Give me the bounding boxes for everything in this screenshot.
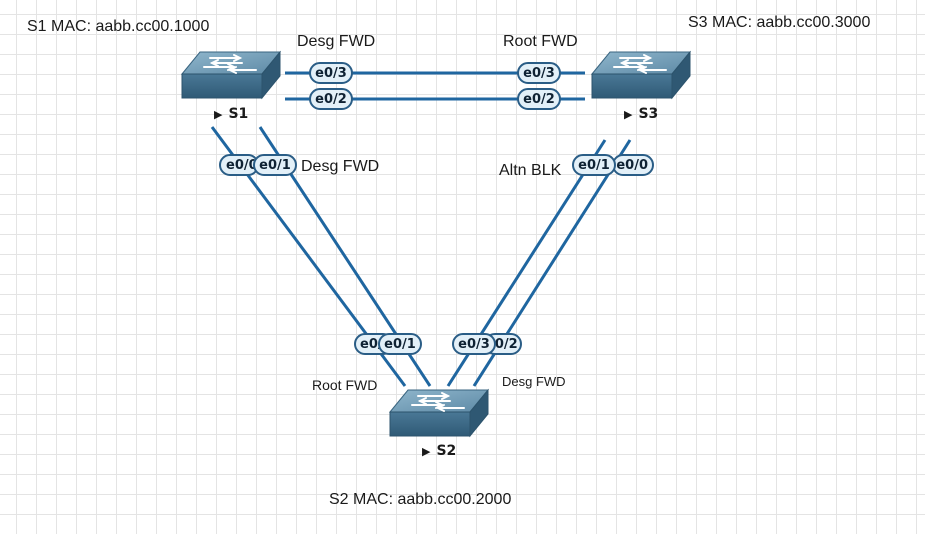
switch-s2-icon[interactable] <box>389 389 489 437</box>
s3-port-e0-0[interactable]: e0/0 <box>612 154 654 176</box>
triangle-marker-icon: ▶ <box>422 445 431 458</box>
s3-mac-label: S3 MAC: aabb.cc00.3000 <box>688 14 871 31</box>
s2-mac-label: S2 MAC: aabb.cc00.2000 <box>329 491 512 508</box>
s3-bottom-port-state: Altn BLK <box>499 162 562 179</box>
switch-s3-icon[interactable] <box>591 51 691 99</box>
switch-s1-icon[interactable] <box>181 51 281 99</box>
s1-mac-label: S1 MAC: aabb.cc00.1000 <box>27 18 210 35</box>
s3-port-e0-3[interactable]: e0/3 <box>517 62 561 84</box>
s2-port-e0-1[interactable]: e0/1 <box>378 333 422 355</box>
s1-top-port-state: Desg FWD <box>297 33 376 50</box>
s3-port-e0-1[interactable]: e0/1 <box>572 154 616 176</box>
s3-port-e0-2[interactable]: e0/2 <box>517 88 561 110</box>
s1-port-e0-2[interactable]: e0/2 <box>309 88 353 110</box>
s1-bottom-port-state: Desg FWD <box>301 158 380 175</box>
s3-device-label: ▶S3 <box>624 106 659 122</box>
s1-port-e0-0[interactable]: e0/0 <box>219 154 259 176</box>
s2-left-port-state: Root FWD <box>312 377 378 393</box>
s1-device-label: ▶S1 <box>214 106 249 122</box>
s3-top-port-state: Root FWD <box>503 33 578 50</box>
triangle-marker-icon: ▶ <box>624 108 633 121</box>
s2-port-e0-3[interactable]: e0/3 <box>452 333 496 355</box>
s1-port-e0-1[interactable]: e0/1 <box>253 154 297 176</box>
s2-device-label: ▶S2 <box>422 443 457 459</box>
s2-right-port-state: Desg FWD <box>502 374 566 389</box>
triangle-marker-icon: ▶ <box>214 108 223 121</box>
s1-port-e0-3[interactable]: e0/3 <box>309 62 353 84</box>
